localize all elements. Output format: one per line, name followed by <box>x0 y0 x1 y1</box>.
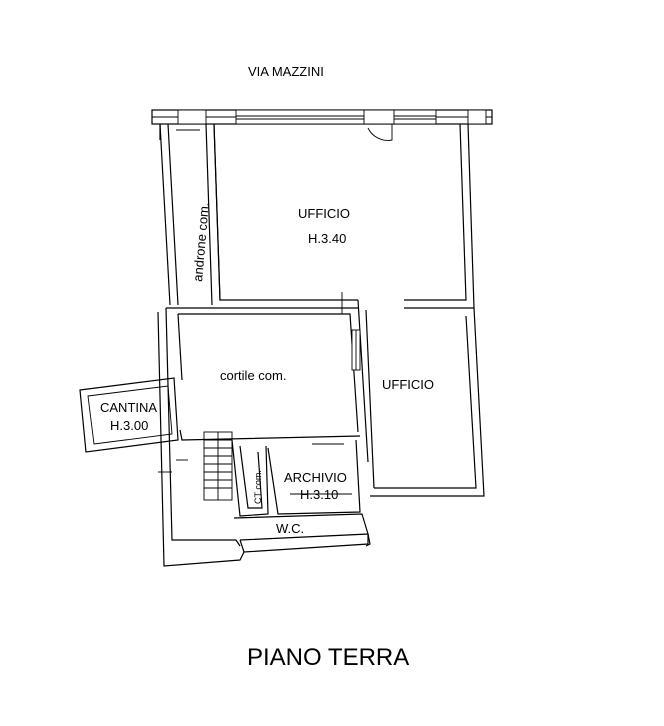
cantina-label: CANTINA <box>100 400 157 415</box>
outer-perimeter <box>157 124 371 567</box>
cortile-walls <box>166 307 361 441</box>
facade-wall <box>151 109 493 141</box>
ufficio-right-walls <box>357 299 485 497</box>
ufficio-main-height: H.3.40 <box>308 231 346 246</box>
wc-label: W.C. <box>276 521 304 536</box>
ufficio-main-label: UFFICIO <box>298 206 350 221</box>
cantina-height: H.3.00 <box>110 418 148 433</box>
archivio-label: ARCHIVIO <box>284 470 347 485</box>
cortile-label: cortile com. <box>220 368 286 383</box>
floor-title: PIANO TERRA <box>247 644 409 671</box>
ufficio-right-label: UFFICIO <box>382 377 434 392</box>
archivio-height: H.3.10 <box>300 487 338 502</box>
lower-block-walls <box>231 439 369 553</box>
staircase <box>203 431 233 501</box>
androne-label: androne com. <box>190 202 212 283</box>
ct-label: CT com. <box>253 470 263 504</box>
cantina-walls <box>79 377 179 453</box>
street-label: VIA MAZZINI <box>248 64 324 79</box>
